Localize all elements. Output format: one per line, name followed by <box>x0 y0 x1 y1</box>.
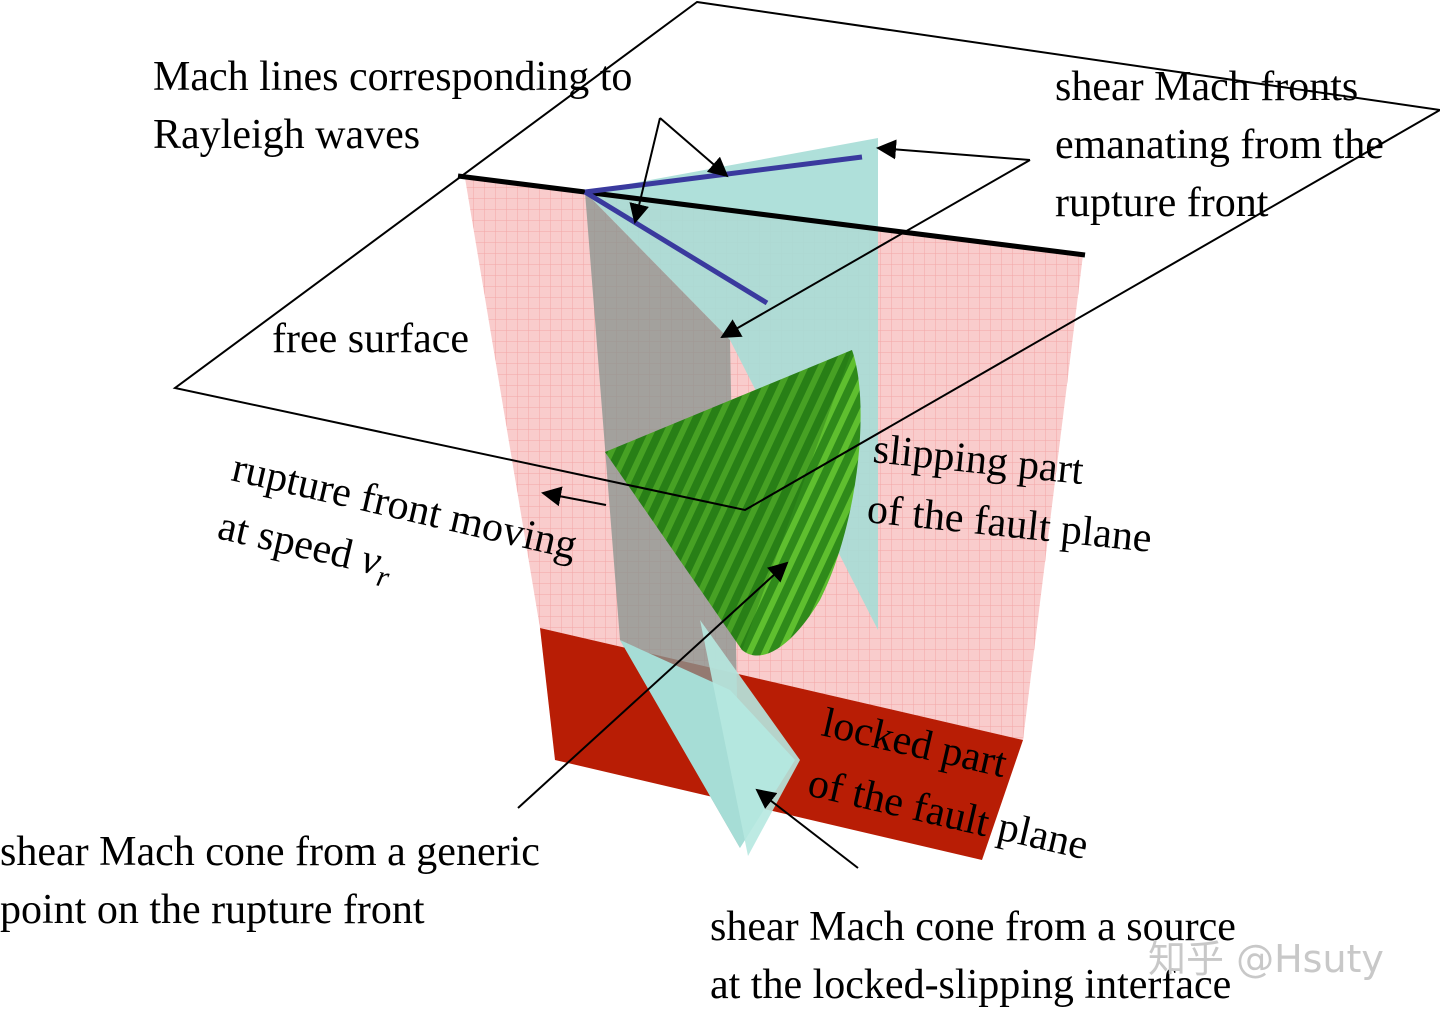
arrow-rayleigh-2 <box>629 117 661 224</box>
label-shear-fronts-2: emanating from the <box>1055 122 1384 168</box>
label-mach-lines-1: Mach lines corresponding to <box>153 54 632 100</box>
arrow-generic-cone <box>517 561 789 809</box>
watermark: 知乎 @Hsuty <box>1148 937 1384 981</box>
label-generic-cone-1: shear Mach cone from a generic <box>0 829 540 875</box>
arrow-source-cone <box>755 788 859 869</box>
generic-mach-cone <box>605 350 861 656</box>
arrow-rupture-front <box>541 486 607 507</box>
arrow-rayleigh-1 <box>659 117 729 178</box>
annotation-arrows <box>517 117 1031 869</box>
cone-shade <box>605 350 852 650</box>
label-source-cone-1: shear Mach cone from a source <box>710 904 1236 950</box>
label-shear-fronts-1: shear Mach fronts <box>1055 64 1358 110</box>
label-generic-cone-2: point on the rupture front <box>0 887 425 933</box>
label-mach-lines-2: Rayleigh waves <box>153 112 420 158</box>
arrow-shear-front-2 <box>720 159 1031 338</box>
label-source-cone-2: at the locked-slipping interface <box>710 962 1231 1008</box>
free-surface <box>172 0 1440 512</box>
label-free-surface: free surface <box>272 316 469 362</box>
arrow-shear-front-1 <box>876 139 1031 161</box>
rayleigh-line-lower <box>583 189 769 306</box>
mach-front-back-teal <box>585 138 878 630</box>
label-shear-fronts-3: rupture front <box>1055 180 1269 226</box>
surface-trace <box>457 173 1086 258</box>
cone-surface <box>605 350 861 656</box>
